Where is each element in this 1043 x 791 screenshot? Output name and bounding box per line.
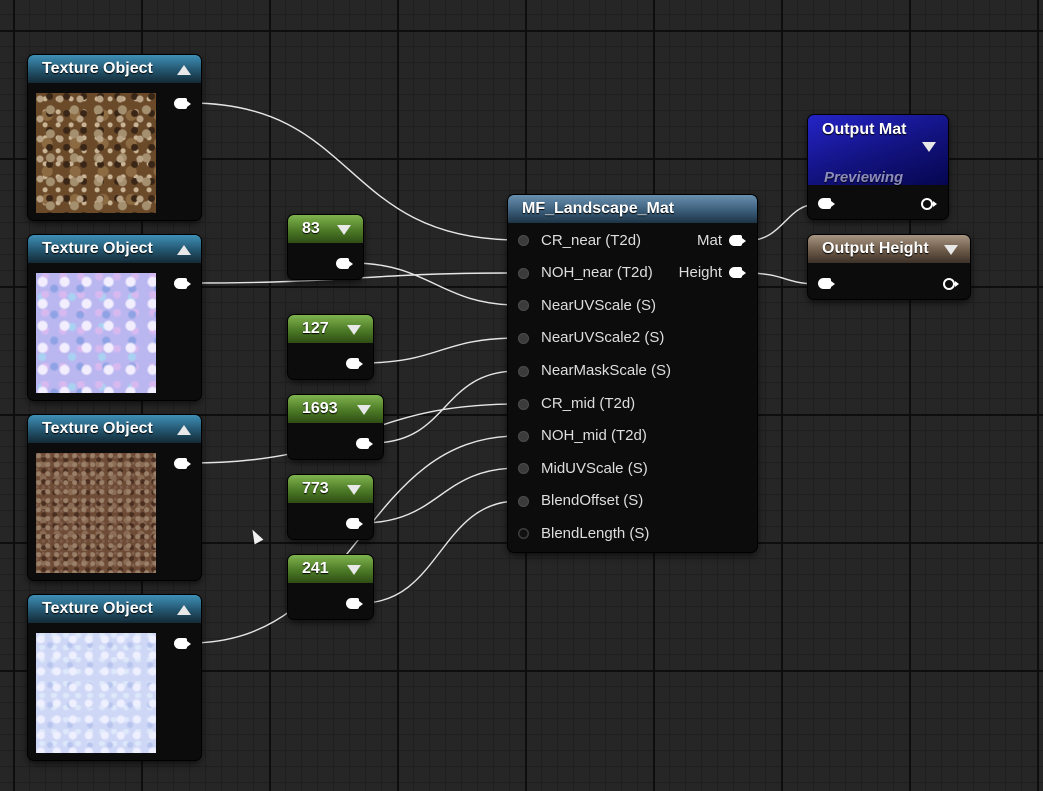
input-pin-noh-near[interactable] (518, 268, 529, 279)
expand-arrow-icon[interactable] (347, 565, 361, 575)
input-label: MidUVScale (S) (541, 460, 648, 477)
texture-object-node-2[interactable]: Texture Object (28, 235, 201, 400)
output-pin[interactable] (356, 438, 373, 449)
output-pin[interactable] (921, 198, 937, 210)
mouse-cursor-icon (248, 527, 264, 545)
node-header[interactable]: 1693 (288, 395, 383, 423)
node-header[interactable]: Texture Object (28, 595, 201, 623)
constant-node-773[interactable]: 773 (288, 475, 373, 539)
node-header[interactable]: Texture Object (28, 55, 201, 83)
constant-value: 773 (302, 480, 329, 497)
expand-arrow-icon[interactable] (347, 485, 361, 495)
wire-127-to-near-uv-scale2 (361, 337, 519, 364)
node-title: Texture Object (42, 60, 153, 77)
input-pin[interactable] (818, 198, 835, 209)
input-label: NOH_near (T2d) (541, 264, 653, 281)
collapse-arrow-icon[interactable] (177, 605, 191, 615)
texture-thumbnail (36, 633, 156, 753)
constant-value: 1693 (302, 400, 338, 417)
node-header[interactable]: MF_Landscape_Mat (508, 195, 757, 223)
constant-value: 127 (302, 320, 329, 337)
expand-arrow-icon[interactable] (922, 142, 936, 152)
texture-thumbnail (36, 93, 156, 213)
input-label: CR_mid (T2d) (541, 395, 636, 412)
node-title: MF_Landscape_Mat (522, 200, 675, 217)
wire-773-to-mid-uv-scale (361, 467, 519, 524)
output-mat-node[interactable]: Output Mat Previewing (808, 115, 948, 219)
expand-arrow-icon[interactable] (347, 325, 361, 335)
wire-1693-to-near-mask-scale (371, 370, 519, 444)
input-pin[interactable] (818, 278, 835, 289)
output-pin[interactable] (174, 278, 191, 289)
texture-object-node-3[interactable]: Texture Object (28, 415, 201, 580)
constant-node-241[interactable]: 241 (288, 555, 373, 619)
input-pin-cr-mid[interactable] (518, 399, 529, 410)
constant-value: 241 (302, 560, 329, 577)
node-header[interactable]: 773 (288, 475, 373, 503)
wire-241-to-blend-offset (361, 500, 519, 604)
output-pin[interactable] (174, 458, 191, 469)
output-pin[interactable] (346, 598, 363, 609)
node-header[interactable]: Texture Object (28, 415, 201, 443)
texture-thumbnail (36, 453, 156, 573)
texture-object-node-4[interactable]: Texture Object (28, 595, 201, 760)
constant-node-1693[interactable]: 1693 (288, 395, 383, 459)
node-title: Texture Object (42, 240, 153, 257)
input-pin-noh-mid[interactable] (518, 431, 529, 442)
node-title: Texture Object (42, 600, 153, 617)
wire-83-to-near-uv-scale (351, 262, 519, 306)
input-label: CR_near (T2d) (541, 232, 642, 249)
previewing-label: Previewing (824, 169, 904, 186)
node-title: Output Height (822, 240, 929, 257)
output-label-mat: Mat (696, 232, 722, 249)
input-pin-near-mask-scale[interactable] (518, 366, 529, 377)
input-pin-near-uv-scale2[interactable] (518, 333, 529, 344)
texture-thumbnail (36, 273, 156, 393)
output-pin[interactable] (174, 98, 191, 109)
output-pin[interactable] (346, 518, 363, 529)
output-pin[interactable] (943, 278, 959, 290)
node-title: Output Mat (822, 121, 907, 138)
collapse-arrow-icon[interactable] (177, 245, 191, 255)
node-title: Texture Object (42, 420, 153, 437)
expand-arrow-icon[interactable] (944, 245, 958, 255)
output-pin-mat[interactable] (729, 235, 746, 246)
constant-value: 83 (302, 220, 320, 237)
input-pin-blend-length[interactable] (518, 528, 529, 539)
input-label: NearUVScale2 (S) (541, 329, 665, 346)
constant-node-127[interactable]: 127 (288, 315, 373, 379)
input-pin-mid-uv-scale[interactable] (518, 463, 529, 474)
output-pin[interactable] (336, 258, 353, 269)
input-pin-near-uv-scale[interactable] (518, 300, 529, 311)
material-function-node[interactable]: MF_Landscape_Mat CR_near (T2d) NOH_near … (508, 195, 757, 552)
collapse-arrow-icon[interactable] (177, 65, 191, 75)
node-header[interactable]: 83 (288, 215, 363, 243)
output-pin[interactable] (174, 638, 191, 649)
collapse-arrow-icon[interactable] (177, 425, 191, 435)
node-header[interactable]: Output Mat Previewing (808, 115, 948, 186)
output-label-height: Height (678, 264, 722, 281)
node-header[interactable]: 241 (288, 555, 373, 583)
input-pin-blend-offset[interactable] (518, 496, 529, 507)
expand-arrow-icon[interactable] (337, 225, 351, 235)
input-pin-cr-near[interactable] (518, 235, 529, 246)
input-label: NOH_mid (T2d) (541, 427, 647, 444)
expand-arrow-icon[interactable] (357, 405, 371, 415)
node-header[interactable]: Texture Object (28, 235, 201, 263)
input-label: NearUVScale (S) (541, 297, 657, 314)
node-header[interactable]: 127 (288, 315, 373, 343)
node-header[interactable]: Output Height (808, 235, 970, 263)
output-pin-height[interactable] (729, 267, 746, 278)
texture-object-node-1[interactable]: Texture Object (28, 55, 201, 220)
output-pin[interactable] (346, 358, 363, 369)
input-label: NearMaskScale (S) (541, 362, 672, 379)
output-height-node[interactable]: Output Height (808, 235, 970, 299)
constant-node-83[interactable]: 83 (288, 215, 363, 279)
input-label: BlendLength (S) (541, 525, 650, 542)
input-label: BlendOffset (S) (541, 492, 644, 509)
